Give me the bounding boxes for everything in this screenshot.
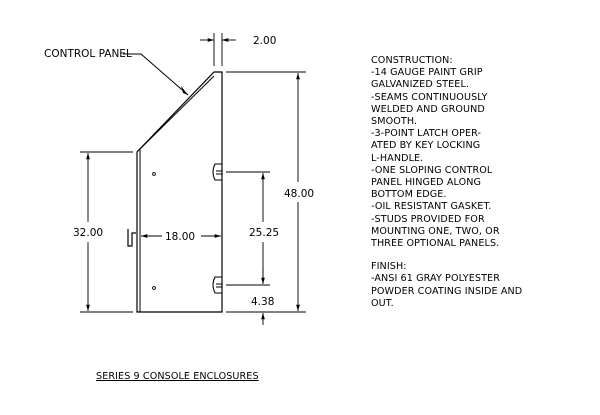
construction-line: -3-POINT LATCH OPER- [371, 128, 482, 140]
dim-overall-height: 48.00 [284, 188, 314, 200]
construction-line: L-HANDLE. [371, 152, 424, 164]
control-panel-label: CONTROL PANEL [44, 48, 132, 60]
mounting-stud [152, 172, 156, 176]
construction-line: GALVANIZED STEEL. [371, 79, 470, 91]
construction-line: THREE OPTIONAL PANELS. [371, 238, 500, 250]
construction-line: -ONE SLOPING CONTROL [371, 164, 493, 176]
control-panel-fold-line [140, 75, 215, 149]
finish-heading: FINISH: [371, 261, 407, 273]
finish-line: POWDER COATING INSIDE AND [371, 285, 523, 297]
dim-top-offset: 2.00 [253, 35, 276, 47]
dim-bottom-offset: 4.38 [251, 296, 274, 308]
mounting-stud [152, 286, 156, 290]
construction-line: WELDED AND GROUND [371, 103, 485, 115]
construction-line: -OIL RESISTANT GASKET. [371, 201, 492, 213]
control-panel-leader [123, 53, 189, 96]
construction-line: -14 GAUGE PAINT GRIP [371, 67, 483, 79]
construction-line: -STUDS PROVIDED FOR [371, 213, 485, 225]
construction-heading: CONSTRUCTION: [371, 55, 453, 66]
construction-line: ATED BY KEY LOCKING [371, 140, 481, 152]
finish-line: OUT. [371, 297, 394, 309]
latch-bracket-upper [212, 163, 222, 181]
finish-line: -ANSI 61 GRAY POLYESTER [371, 273, 500, 285]
construction-notes: CONSTRUCTION: -14 GAUGE PAINT GRIP GALVA… [371, 55, 596, 310]
construction-line: -SEAMS CONTINUOUSLY [371, 91, 488, 103]
drawing-caption: SERIES 9 CONSOLE ENCLOSURES [96, 371, 259, 382]
l-handle [127, 229, 136, 247]
latch-bracket-lower [212, 276, 222, 294]
construction-line: PANEL HINGED ALONG [371, 177, 482, 189]
enclosure-outline [136, 71, 223, 313]
construction-line: SMOOTH. [371, 116, 418, 128]
dim-front-height: 32.00 [73, 227, 103, 239]
dim-latch-spacing: 25.25 [249, 227, 279, 239]
construction-line: BOTTOM EDGE. [371, 189, 447, 201]
dim-depth: 18.00 [165, 231, 195, 243]
construction-line: MOUNTING ONE, TWO, OR [371, 225, 500, 237]
